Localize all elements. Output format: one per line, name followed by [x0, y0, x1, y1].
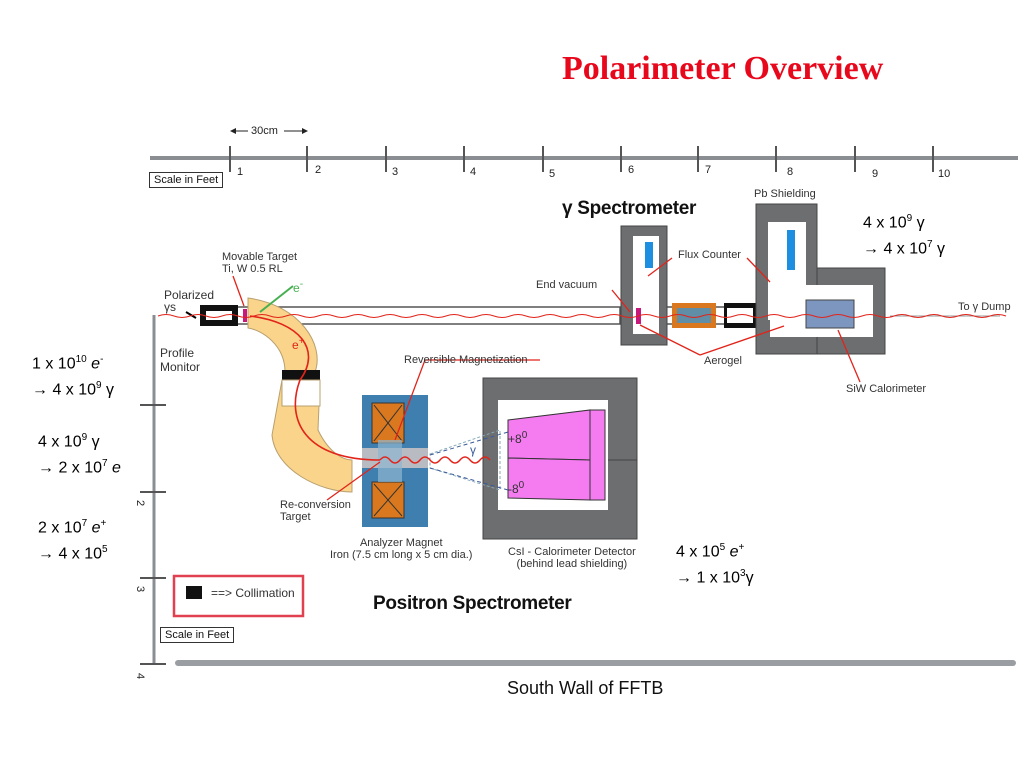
angle-minus-label: -80 — [508, 480, 525, 496]
rate-2: 4 x 109 γ → 2 x 107 e — [38, 432, 121, 477]
e-minus-label: e- — [293, 279, 304, 295]
gamma-label: γ — [470, 443, 476, 457]
angle-plus-label: +80 — [508, 430, 528, 446]
rate-1: 1 x 1010 e- → 4 x 109 γ — [32, 354, 115, 399]
scale-bar-label: 30cm — [251, 125, 278, 137]
vertical-tick-3: 3 — [134, 585, 147, 593]
rate-3: 2 x 107 e+ → 4 x 105 — [38, 518, 108, 563]
aerogel-label: Aerogel — [704, 355, 742, 367]
flux-counter-label: Flux Counter — [678, 249, 741, 261]
scale-tick-5: 5 — [549, 168, 556, 180]
to-gamma-dump-label: To γ Dump — [958, 301, 1011, 313]
rate-4: 4 x 109 γ → 4 x 107 γ — [863, 213, 946, 258]
page-title: Polarimeter Overview — [562, 50, 884, 87]
e-plus-label: e+ — [292, 336, 305, 352]
csi-calorimeter-label: CsI - Calorimeter Detector(behind lead s… — [508, 546, 636, 570]
scale-in-feet-label-top: Scale in Feet — [149, 172, 224, 188]
south-wall-label: South Wall of FFTB — [507, 678, 664, 698]
vertical-tick-2: 2 — [134, 499, 147, 507]
pb-shielding-label: Pb Shielding — [754, 188, 816, 200]
scale-tick-1: 1 — [237, 166, 244, 178]
scale-tick-10: 10 — [938, 168, 951, 180]
positron-spectrometer-heading: Positron Spectrometer — [373, 593, 572, 614]
scale-tick-2: 2 — [315, 164, 322, 176]
siw-calorimeter-label: SiW Calorimeter — [846, 383, 927, 395]
end-vacuum-label: End vacuum — [536, 279, 598, 291]
collimation-legend-label: ==> Collimation — [211, 586, 295, 600]
vertical-tick-4: 4 — [134, 672, 147, 680]
scale-in-feet-label-bottom: Scale in Feet — [160, 627, 235, 643]
scale-tick-9: 9 — [872, 168, 879, 180]
rate-5: 4 x 105 e+ → 1 x 103γ — [676, 542, 754, 587]
scale-tick-7: 7 — [705, 164, 712, 176]
scale-tick-4: 4 — [470, 166, 477, 178]
scale-tick-6: 6 — [628, 164, 635, 176]
scale-tick-3: 3 — [392, 166, 399, 178]
gamma-spectrometer-heading: γ Spectrometer — [562, 198, 697, 219]
scale-tick-8: 8 — [787, 166, 794, 178]
reversible-magnetization-label: Reversible Magnetization — [404, 354, 528, 366]
